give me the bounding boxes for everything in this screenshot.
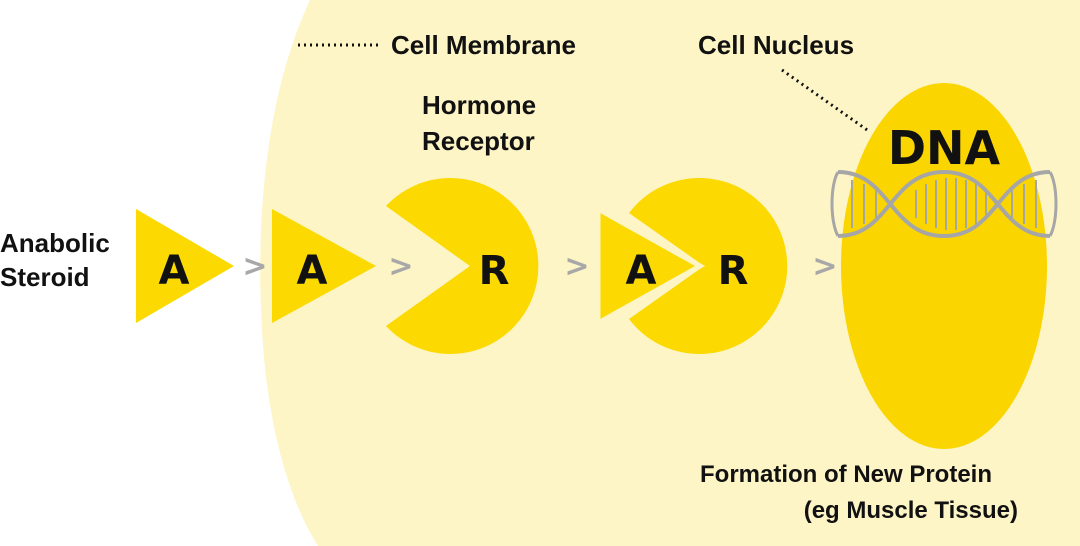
bound-steroid-letter: A bbox=[626, 248, 657, 294]
label-muscle-tissue: (eg Muscle Tissue) bbox=[804, 497, 1018, 524]
label-hormone: Hormone bbox=[422, 90, 536, 120]
steroid-triangle-outside bbox=[136, 209, 234, 323]
label-steroid: Steroid bbox=[0, 262, 90, 292]
bound-receptor bbox=[629, 178, 788, 355]
hormone-receptor bbox=[386, 178, 539, 355]
bound-steroid-triangle bbox=[595, 204, 706, 328]
label-receptor: Receptor bbox=[422, 126, 535, 156]
bound-receptor-letter: R bbox=[718, 248, 749, 294]
steroid-letter-inside: A bbox=[297, 248, 328, 294]
steroid-triangle-inside bbox=[272, 209, 376, 323]
arrow-4: > bbox=[812, 249, 837, 284]
steroid-letter-outside: A bbox=[159, 248, 190, 294]
arrow-2: > bbox=[388, 249, 413, 284]
label-dna: DNA bbox=[888, 121, 1001, 175]
arrow-3: > bbox=[564, 249, 589, 284]
dna-helix-icon bbox=[830, 169, 1058, 239]
cell-nucleus bbox=[841, 83, 1047, 449]
label-cell-membrane: Cell Membrane bbox=[391, 30, 576, 60]
label-protein-formation: Formation of New Protein bbox=[700, 461, 992, 488]
label-anabolic: Anabolic bbox=[0, 228, 110, 258]
label-cell-nucleus: Cell Nucleus bbox=[698, 30, 854, 60]
arrow-1: > bbox=[242, 249, 267, 284]
receptor-letter: R bbox=[479, 248, 510, 294]
